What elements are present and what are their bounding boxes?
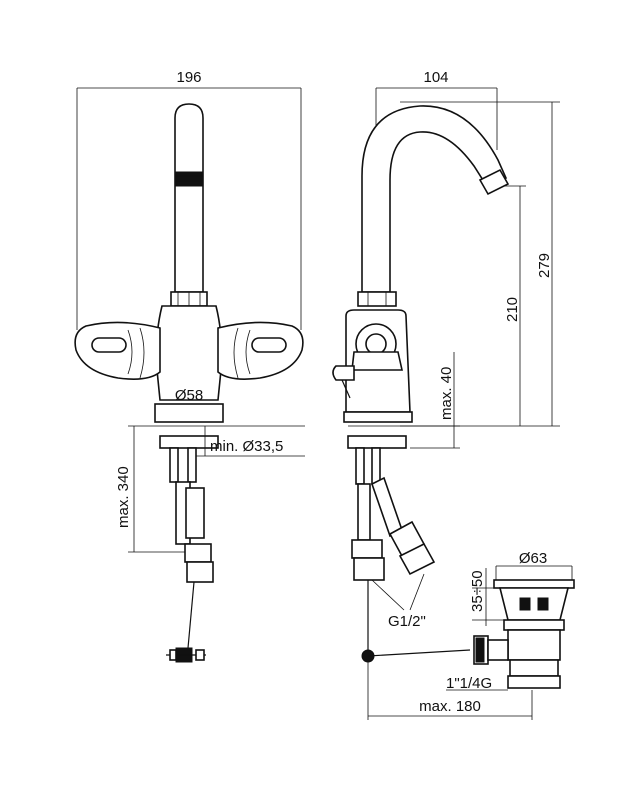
- waste-view: Ø63 35÷50 1"1/4G max. 180: [367, 550, 575, 720]
- dim-max-deck-thickness: max. 40: [438, 367, 455, 420]
- dim-waste-diameter: Ø63: [519, 550, 547, 567]
- dim-side-reach: 104: [423, 69, 448, 86]
- dim-max-pullrod: max. 180: [419, 698, 481, 715]
- dim-spout-height: 210: [504, 297, 521, 322]
- dim-waste-range: 35÷50: [469, 570, 486, 612]
- side-view: 104 279 210 max. 40: [332, 69, 560, 663]
- dim-base-diameter: Ø58: [175, 387, 203, 404]
- label-hose-thread: G1/2": [388, 613, 426, 630]
- label-waste-thread: 1"1/4G: [446, 675, 492, 692]
- dim-front-width: 196: [176, 69, 201, 86]
- dim-max-below-deck: max. 340: [115, 466, 132, 528]
- dim-hole-diameter: min. Ø33,5: [210, 438, 283, 455]
- dim-total-height: 279: [536, 253, 553, 278]
- aerator: [174, 171, 204, 187]
- front-view: 196 Ø58 min. Ø33,5: [74, 69, 305, 663]
